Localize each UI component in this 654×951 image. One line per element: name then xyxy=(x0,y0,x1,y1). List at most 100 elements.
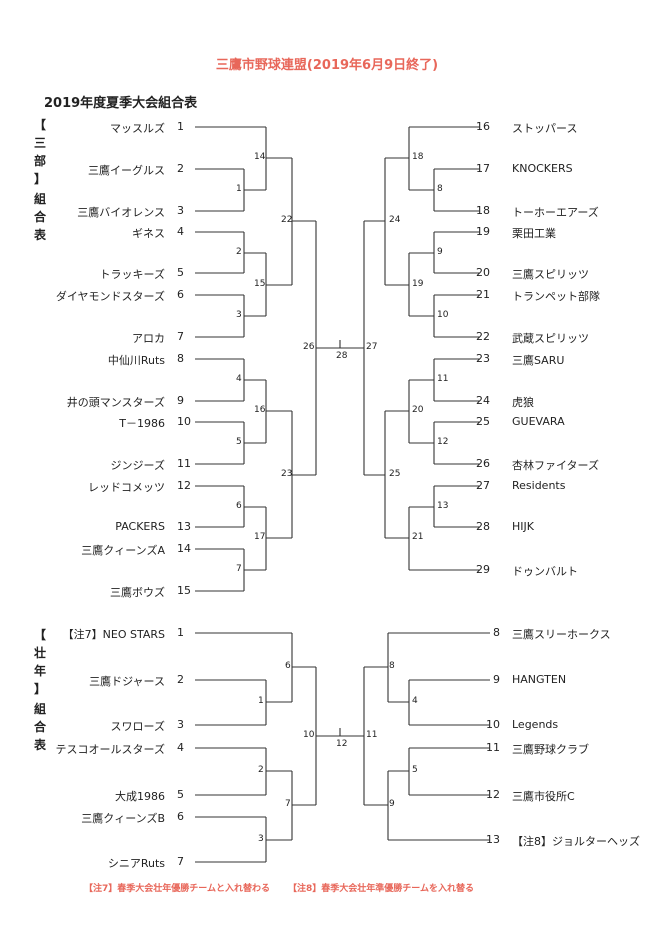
match-number: 6 xyxy=(285,661,291,671)
match-number: 5 xyxy=(236,437,242,447)
team-name: 三鷹クィーンズB xyxy=(81,812,165,825)
team-seed: 5 xyxy=(177,266,184,279)
match-number: 4 xyxy=(412,696,418,706)
team-seed: 20 xyxy=(476,266,490,279)
team-name: 【注8】ジョルターヘッズ xyxy=(512,835,640,848)
team-name: ダイヤモンドスターズ xyxy=(55,290,165,303)
page-subtitle: 2019年度夏季大会組合表 xyxy=(44,96,198,111)
team-seed: 4 xyxy=(177,741,184,754)
match-number: 28 xyxy=(336,351,348,361)
match-number: 12 xyxy=(437,437,449,447)
team-seed: 21 xyxy=(476,288,490,301)
division-label-char: 組 xyxy=(33,192,46,206)
team-name: 中仙川Ruts xyxy=(107,354,165,367)
team-seed: 10 xyxy=(486,718,500,731)
match-number: 26 xyxy=(303,342,315,352)
team-seed: 2 xyxy=(177,162,184,175)
team-seed: 26 xyxy=(476,457,490,470)
division-label-char: 壮 xyxy=(33,646,46,660)
team-seed: 22 xyxy=(476,330,490,343)
match-number: 2 xyxy=(236,247,242,257)
match-number: 14 xyxy=(254,152,266,162)
team-seed: 18 xyxy=(476,204,490,217)
team-seed: 1 xyxy=(177,626,184,639)
match-number: 9 xyxy=(437,247,443,257)
team-name: KNOCKERS xyxy=(512,162,573,175)
team-name: 杏林ファイターズ xyxy=(512,459,600,472)
team-seed: 11 xyxy=(177,457,191,470)
team-name: スワローズ xyxy=(110,720,165,733)
team-seed: 15 xyxy=(177,584,191,597)
team-name: トラッキーズ xyxy=(99,268,165,281)
team-name: 三鷹スピリッツ xyxy=(512,268,589,281)
team-name: PACKERS xyxy=(115,520,165,533)
team-seed: 6 xyxy=(177,810,184,823)
division-label-char: 【 xyxy=(33,628,46,642)
team-name: ジンジーズ xyxy=(110,459,165,472)
team-seed: 25 xyxy=(476,415,490,428)
match-number: 6 xyxy=(236,501,242,511)
team-seed: 9 xyxy=(493,673,500,686)
division-label-char: 組 xyxy=(33,702,46,716)
team-seed: 27 xyxy=(476,479,490,492)
match-number: 25 xyxy=(389,469,401,479)
team-seed: 17 xyxy=(476,162,490,175)
match-number: 27 xyxy=(366,342,378,352)
note-7: 【注7】春季大会壮年優勝チームと入れ替わる xyxy=(84,884,270,894)
match-number: 13 xyxy=(437,501,449,511)
match-number: 4 xyxy=(236,374,242,384)
match-number: 7 xyxy=(236,564,242,574)
match-number: 22 xyxy=(281,215,293,225)
match-number: 15 xyxy=(254,279,266,289)
team-seed: 6 xyxy=(177,288,184,301)
team-seed: 11 xyxy=(486,741,500,754)
team-name: HANGTEN xyxy=(512,673,567,686)
match-number: 9 xyxy=(389,799,395,809)
division-label-char: 合 xyxy=(33,720,46,734)
match-number: 10 xyxy=(437,310,449,320)
match-number: 11 xyxy=(437,374,449,384)
team-seed: 9 xyxy=(177,394,184,407)
team-seed: 29 xyxy=(476,563,490,576)
note-8: 【注8】春季大会壮年準優勝チームを入れ替る xyxy=(288,884,474,894)
match-number: 10 xyxy=(303,730,315,740)
match-number: 3 xyxy=(258,834,264,844)
page-title: 三鷹市野球連盟(2019年6月9日終了) xyxy=(215,58,439,73)
team-name: 栗田工業 xyxy=(512,227,556,240)
match-number: 16 xyxy=(254,405,266,415)
team-seed: 28 xyxy=(476,520,490,533)
team-seed: 1 xyxy=(177,120,184,133)
team-seed: 10 xyxy=(177,415,191,428)
division-label-char: 表 xyxy=(33,738,46,752)
team-name: ギネス xyxy=(132,227,165,240)
team-seed: 3 xyxy=(177,204,184,217)
match-number: 1 xyxy=(236,184,242,194)
division-label-char: 】 xyxy=(33,682,46,696)
division-label-char: 年 xyxy=(33,664,46,678)
team-name: Legends xyxy=(512,718,559,731)
team-name: Residents xyxy=(512,479,566,492)
team-seed: 2 xyxy=(177,673,184,686)
match-number: 11 xyxy=(366,730,378,740)
team-seed: 8 xyxy=(177,352,184,365)
team-seed: 12 xyxy=(177,479,191,492)
team-name: 三鷹ドジャース xyxy=(89,675,165,688)
team-name: 三鷹SARU xyxy=(512,354,565,367)
team-name: 【注7】NEO STARS xyxy=(62,628,165,641)
team-seed: 23 xyxy=(476,352,490,365)
team-seed: 12 xyxy=(486,788,500,801)
team-name: 三鷹野球クラブ xyxy=(512,743,589,756)
team-name: 井の頭マンスターズ xyxy=(66,396,165,409)
team-seed: 19 xyxy=(476,225,490,238)
team-name: HIJK xyxy=(512,520,534,533)
team-seed: 24 xyxy=(476,394,490,407)
team-seed: 14 xyxy=(177,542,191,555)
match-number: 7 xyxy=(285,799,291,809)
team-name: 虎狼 xyxy=(512,396,534,409)
division-label-char: 表 xyxy=(33,228,46,242)
team-name: 三鷹ボウズ xyxy=(110,586,165,599)
match-number: 12 xyxy=(336,739,348,749)
division-label-char: 合 xyxy=(33,210,46,224)
match-number: 8 xyxy=(437,184,443,194)
